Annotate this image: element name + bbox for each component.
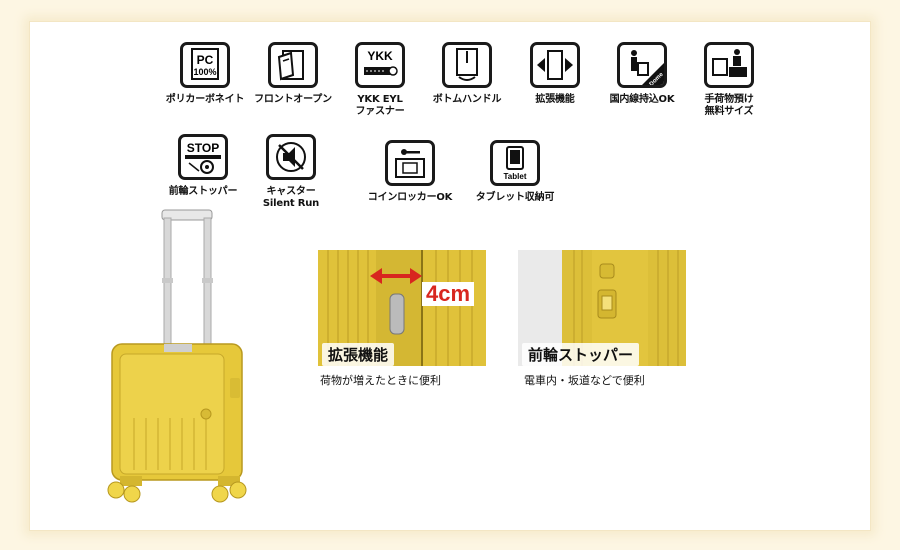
expand-photo: 4cm 拡張機能: [318, 250, 486, 366]
feature-label: コインロッカーOK: [367, 192, 453, 203]
stopper-photo-caption: 電車内・坂道などで便利: [524, 374, 645, 387]
baggage-checkin-icon: [704, 42, 754, 88]
feature-label: YKK EYL ファスナー: [355, 94, 405, 117]
svg-text:PC: PC: [197, 53, 214, 67]
feature-label: 手荷物預け 無料サイズ: [704, 94, 754, 117]
feature-label: 前輪ストッパー: [168, 186, 238, 197]
feature-label: 拡張機能: [535, 94, 575, 105]
front-open-icon: [268, 42, 318, 88]
svg-text:Tablet: Tablet: [504, 172, 527, 181]
feature-checkin: 手荷物預け 無料サイズ: [684, 42, 774, 118]
feature-label: タブレット収納可: [475, 192, 555, 203]
svg-text:100%: 100%: [193, 67, 216, 77]
stopper-photo-title: 前輪ストッパー: [522, 343, 640, 366]
expand-size-badge: 4cm: [422, 282, 475, 306]
stopper-photo: 前輪ストッパー: [518, 250, 686, 366]
feature-pc: PC 100% ポリカーボネイト: [160, 42, 250, 106]
silent-caster-icon: [266, 134, 316, 180]
carry-on-icon: Dome: [617, 42, 667, 88]
feature-tablet: Tablet タブレット収納可: [470, 140, 560, 204]
expand-arrow-icon: [370, 268, 422, 284]
pc-100-icon: PC 100%: [180, 42, 230, 88]
feature-front-open: フロントオープン: [248, 42, 338, 106]
svg-text:STOP: STOP: [187, 141, 219, 155]
tablet-icon: Tablet: [490, 140, 540, 186]
feature-stopper: STOP 前輪ストッパー: [158, 134, 248, 198]
feature-label: キャスター Silent Run: [262, 186, 320, 209]
expand-photo-title: 拡張機能: [322, 343, 395, 366]
feature-silent: キャスター Silent Run: [246, 134, 336, 210]
feature-label: フロントオープン: [254, 94, 332, 105]
feature-bottom-handle: ボトムハンドル: [422, 42, 512, 106]
expand-icon: [530, 42, 580, 88]
bottom-handle-icon: [442, 42, 492, 88]
feature-label: 国内線持込OK: [609, 94, 675, 105]
feature-label: ボトムハンドル: [432, 94, 502, 105]
feature-locker: コインロッカーOK: [365, 140, 455, 204]
feature-ykk: YKK YKK EYL ファスナー: [335, 42, 425, 118]
svg-text:YKK: YKK: [367, 49, 393, 63]
feature-domestic: Dome 国内線持込OK: [597, 42, 687, 106]
feature-expand: 拡張機能: [510, 42, 600, 106]
expand-photo-caption: 荷物が増えたときに便利: [320, 374, 441, 387]
stopper-icon: STOP: [178, 134, 228, 180]
suitcase-image: [107, 209, 247, 503]
coin-locker-icon: [385, 140, 435, 186]
feature-label: ポリカーボネイト: [165, 94, 245, 105]
ykk-zipper-icon: YKK: [355, 42, 405, 88]
